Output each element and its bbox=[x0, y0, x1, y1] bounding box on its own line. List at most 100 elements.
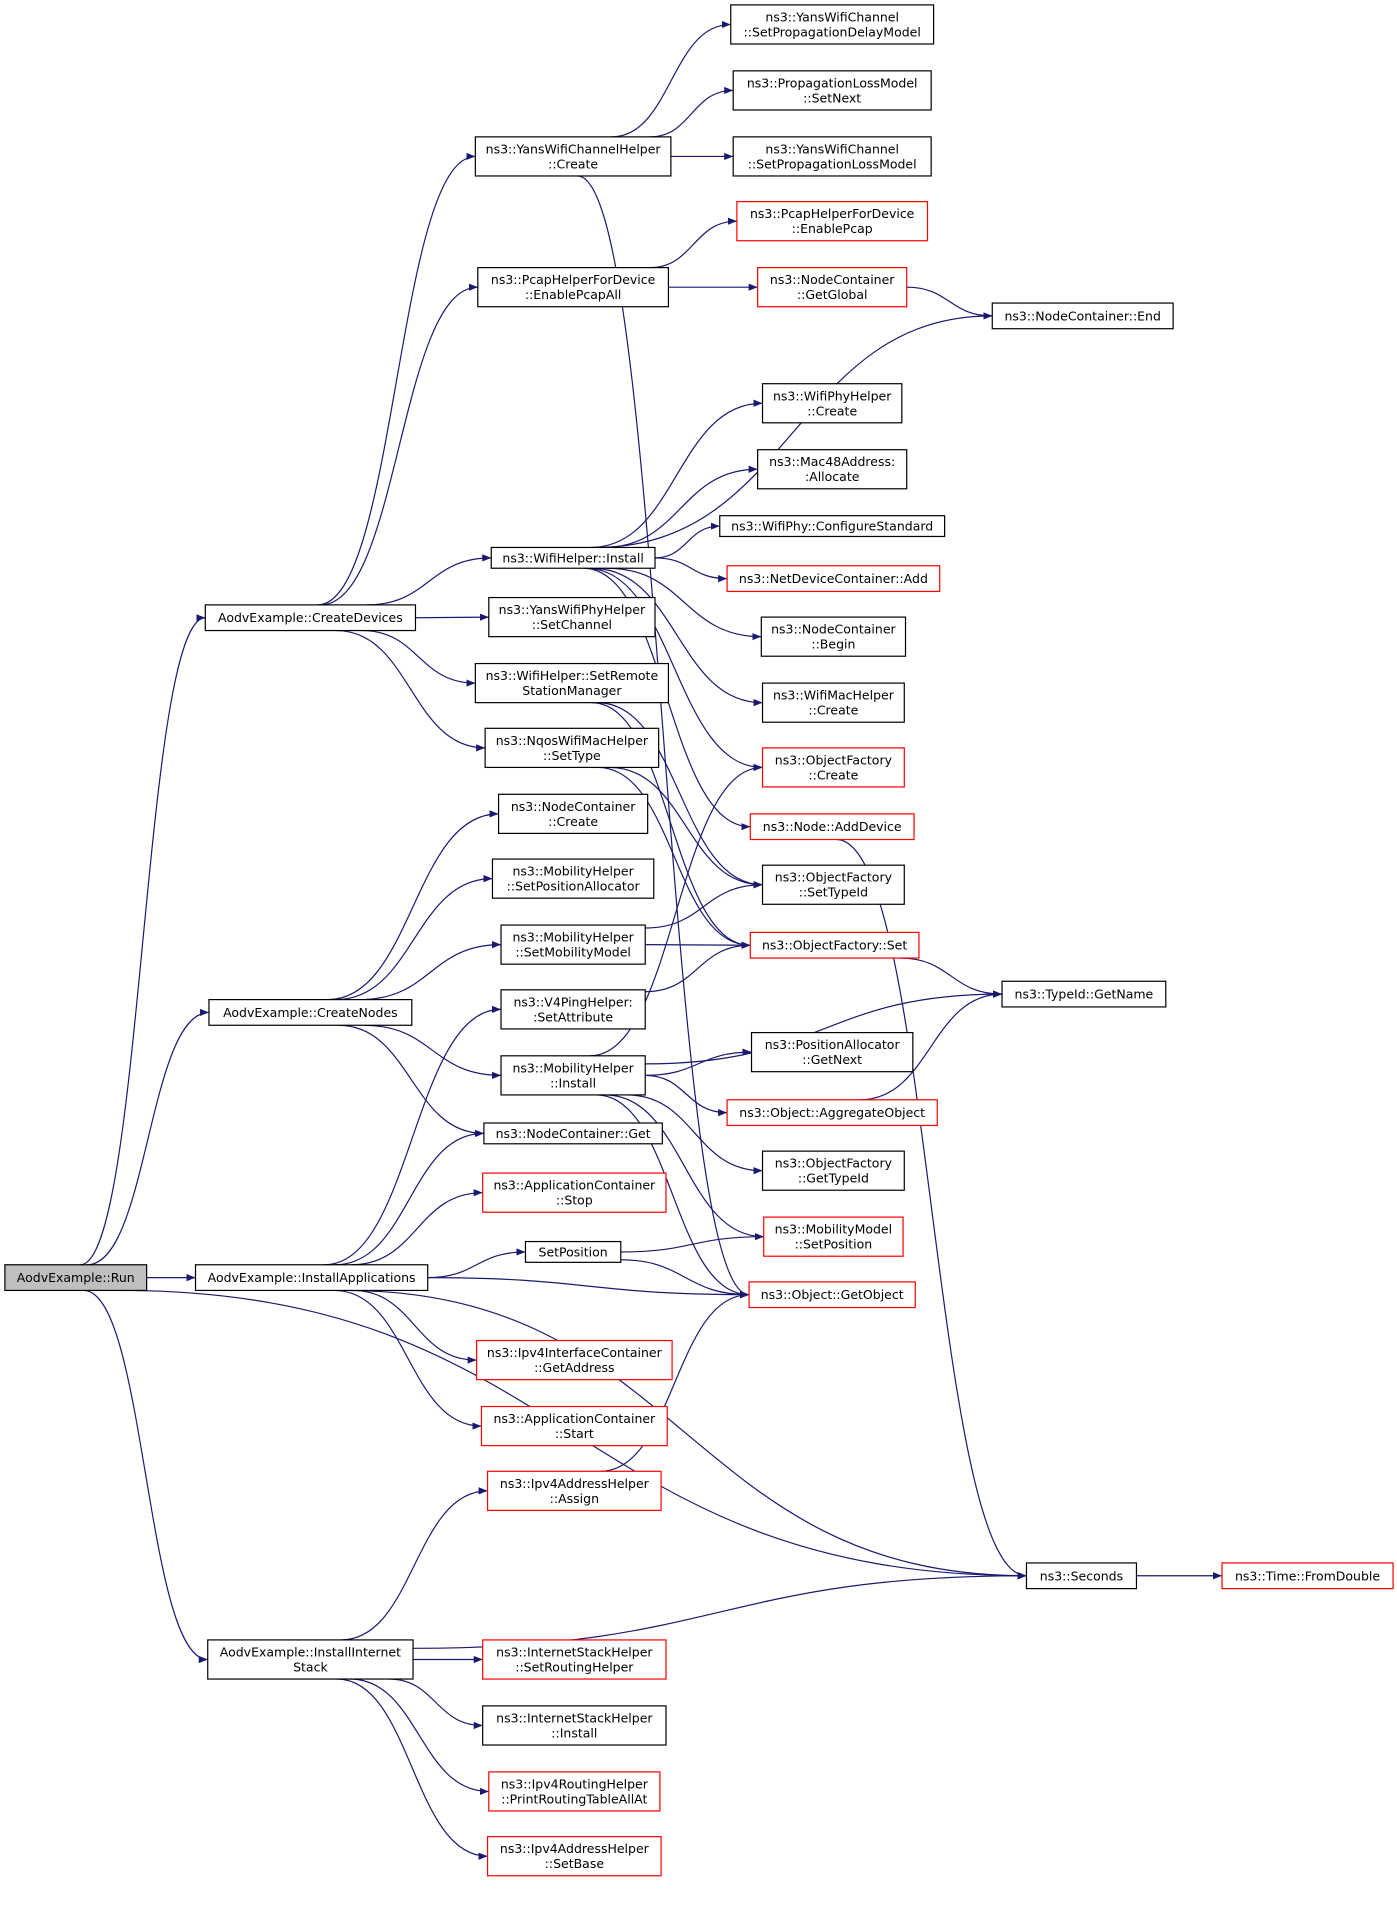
node-label-line: ns3::Ipv4AddressHelper bbox=[500, 1841, 650, 1856]
edge-mob-install-to-obj-fact-get-type-id bbox=[626, 1094, 763, 1175]
edge-nqos-set-type-to-obj-fact-set bbox=[597, 766, 751, 949]
node-seconds[interactable]: ns3::Seconds bbox=[1025, 1562, 1138, 1590]
node-ipv4-if-get-addr[interactable]: ns3::Ipv4InterfaceContainer::GetAddress bbox=[475, 1339, 673, 1381]
edge-ipv4-addr-assign-to-obj-get-object bbox=[600, 1291, 750, 1472]
node-pos-alloc-get-next[interactable]: ns3::PositionAllocator::GetNext bbox=[750, 1031, 914, 1073]
node-yans-phy-set-channel[interactable]: ns3::YansWifiPhyHelper::SetChannel bbox=[488, 596, 656, 638]
edge-obj-aggregate-to-type-id-get-name bbox=[859, 990, 1003, 1101]
node-obj-fact-set[interactable]: ns3::ObjectFactory::Set bbox=[749, 931, 920, 959]
node-box bbox=[486, 1836, 662, 1877]
node-obj-fact-create[interactable]: ns3::ObjectFactory::Create bbox=[761, 747, 905, 788]
node-box bbox=[730, 4, 935, 45]
node-box bbox=[474, 662, 670, 704]
node-box bbox=[480, 1405, 668, 1447]
node-node-cont-begin[interactable]: ns3::NodeContainer::Begin bbox=[760, 616, 907, 657]
node-wifi-helper-install[interactable]: ns3::WifiHelper::Install bbox=[490, 546, 656, 569]
node-net-dev-cont-add[interactable]: ns3::NetDeviceContainer::Add bbox=[726, 565, 941, 593]
edge-create-devices-to-wifi-set-remote bbox=[361, 629, 476, 687]
edge-create-devices-to-yans-phy-set-channel bbox=[415, 613, 489, 621]
node-nqos-set-type[interactable]: ns3::NqosWifiMacHelper::SetType bbox=[484, 727, 660, 769]
node-app-cont-start[interactable]: ns3::ApplicationContainer::Start bbox=[480, 1405, 668, 1447]
node-type-id-get-name[interactable]: ns3::TypeId::GetName bbox=[1001, 980, 1167, 1008]
node-yans-ch-set-delay[interactable]: ns3::YansWifiChannel::SetPropagationDela… bbox=[730, 4, 935, 45]
node-yans-ch-helper-create[interactable]: ns3::YansWifiChannelHelper::Create bbox=[474, 136, 672, 177]
node-node-cont-end[interactable]: ns3::NodeContainer::End bbox=[991, 302, 1174, 330]
node-label-line: ::SetPosition bbox=[795, 1237, 873, 1252]
node-obj-fact-get-type-id[interactable]: ns3::ObjectFactory::GetTypeId bbox=[761, 1150, 905, 1191]
edge-mob-install-to-obj-aggregate bbox=[645, 1074, 728, 1117]
node-box bbox=[490, 546, 656, 569]
node-box bbox=[761, 747, 905, 788]
node-label-line: ns3::ObjectFactory::Set bbox=[762, 938, 907, 953]
node-wifi-phy-helper-create[interactable]: ns3::WifiPhyHelper::Create bbox=[761, 383, 903, 424]
node-label-line: ::Create bbox=[808, 767, 858, 782]
node-label-line: ns3::WifiMacHelper bbox=[773, 688, 895, 703]
node-ipv4-addr-assign[interactable]: ns3::Ipv4AddressHelper::Assign bbox=[486, 1470, 662, 1511]
node-label-line: ns3::Object::AggregateObject bbox=[739, 1105, 925, 1120]
node-mob-set-pos-alloc[interactable]: ns3::MobilityHelper::SetPositionAllocato… bbox=[491, 858, 655, 899]
node-ipv4-routing-print[interactable]: ns3::Ipv4RoutingHelper::PrintRoutingTabl… bbox=[488, 1771, 661, 1812]
node-label-line: ::Stop bbox=[556, 1193, 593, 1208]
node-node-cont-create[interactable]: ns3::NodeContainer::Create bbox=[497, 793, 649, 835]
edge-create-devices-to-yans-ch-helper-create bbox=[317, 152, 476, 606]
node-label-line: :SetAttribute bbox=[533, 1009, 613, 1024]
node-box bbox=[757, 267, 908, 308]
node-label-line: ::SetMobilityModel bbox=[515, 945, 631, 960]
node-box bbox=[500, 924, 646, 965]
node-mob-install[interactable]: ns3::MobilityHelper::Install bbox=[500, 1055, 646, 1096]
node-create-devices[interactable]: AodvExample::CreateDevices bbox=[204, 604, 417, 632]
node-label-line: ::Create bbox=[808, 703, 858, 718]
node-obj-aggregate[interactable]: ns3::Object::AggregateObject bbox=[726, 1099, 938, 1127]
node-app-cont-stop[interactable]: ns3::ApplicationContainer::Stop bbox=[482, 1172, 667, 1213]
node-label-line: ns3::PositionAllocator bbox=[765, 1037, 901, 1052]
node-pcap-enable-all[interactable]: ns3::PcapHelperForDevice::EnablePcapAll bbox=[477, 267, 670, 308]
edge-set-position-to-mob-model-set-pos bbox=[620, 1233, 764, 1253]
node-prop-loss-set-next[interactable]: ns3::PropagationLossModel::SetNext bbox=[732, 70, 932, 111]
node-box bbox=[736, 201, 929, 242]
node-node-cont-get-global[interactable]: ns3::NodeContainer::GetGlobal bbox=[757, 267, 908, 308]
node-mob-model-set-pos[interactable]: ns3::MobilityModel::SetPosition bbox=[763, 1216, 904, 1257]
node-inet-set-routing[interactable]: ns3::InternetStackHelper::SetRoutingHelp… bbox=[482, 1639, 667, 1680]
edge-create-nodes-to-mob-install bbox=[363, 1024, 502, 1079]
node-time-from-double[interactable]: ns3::Time::FromDouble bbox=[1221, 1562, 1394, 1590]
edge-install-internet-to-seconds bbox=[413, 1572, 1027, 1649]
edge-run-to-install-internet bbox=[83, 1289, 208, 1664]
node-v4ping-set-attr[interactable]: ns3::V4PingHelper::SetAttribute bbox=[500, 989, 646, 1030]
edge-install-apps-to-node-cont-get bbox=[334, 1129, 484, 1266]
node-label-line: ::Install bbox=[551, 1725, 597, 1740]
node-box bbox=[726, 565, 941, 593]
edge-yans-ch-helper-create-to-prop-loss-set-next bbox=[649, 86, 734, 138]
node-wifi-mac-helper-create[interactable]: ns3::WifiMacHelper::Create bbox=[761, 682, 905, 723]
node-label-line: ::SetPositionAllocator bbox=[507, 879, 641, 894]
node-ipv4-addr-set-base[interactable]: ns3::Ipv4AddressHelper::SetBase bbox=[486, 1836, 662, 1877]
node-obj-get-object[interactable]: ns3::Object::GetObject bbox=[748, 1281, 916, 1309]
node-inet-install[interactable]: ns3::InternetStackHelper::Install bbox=[482, 1705, 667, 1746]
node-label-line: ns3::WifiPhyHelper bbox=[773, 388, 892, 403]
node-install-apps[interactable]: AodvExample::InstallApplications bbox=[194, 1264, 429, 1292]
node-node-cont-get[interactable]: ns3::NodeContainer::Get bbox=[483, 1122, 663, 1145]
node-label-line: ns3::Mac48Address: bbox=[769, 454, 895, 469]
node-mac48-allocate[interactable]: ns3::Mac48Address::Allocate bbox=[757, 449, 908, 490]
node-yans-ch-set-loss[interactable]: ns3::YansWifiChannel::SetPropagationLoss… bbox=[732, 136, 932, 177]
node-label-line: :Allocate bbox=[805, 469, 860, 484]
node-box bbox=[500, 989, 646, 1030]
node-wifi-phy-conf-std[interactable]: ns3::WifiPhy::ConfigureStandard bbox=[719, 515, 946, 538]
node-label-line: ns3::NodeContainer::Get bbox=[496, 1126, 651, 1141]
edge-layer bbox=[80, 20, 1222, 1860]
node-label-line: ::GetGlobal bbox=[797, 287, 868, 302]
node-mob-set-model[interactable]: ns3::MobilityHelper::SetMobilityModel bbox=[500, 924, 646, 965]
node-box bbox=[484, 727, 660, 769]
node-node-add-device[interactable]: ns3::Node::AddDevice bbox=[749, 813, 915, 841]
node-set-position[interactable]: SetPosition bbox=[524, 1240, 622, 1263]
node-create-nodes[interactable]: AodvExample::CreateNodes bbox=[208, 998, 413, 1026]
node-run[interactable]: AodvExample::Run bbox=[4, 1264, 148, 1292]
node-pcap-enable[interactable]: ns3::PcapHelperForDevice::EnablePcap bbox=[736, 201, 929, 242]
edge-obj-fact-set-to-type-id-get-name bbox=[900, 957, 1003, 998]
node-label-line: ::SetBase bbox=[545, 1856, 605, 1871]
node-label-line: ns3::YansWifiChannelHelper bbox=[486, 141, 662, 156]
node-obj-fact-set-type-id[interactable]: ns3::ObjectFactory::SetTypeId bbox=[761, 864, 905, 905]
node-label-line: ns3::ApplicationContainer bbox=[493, 1178, 656, 1193]
